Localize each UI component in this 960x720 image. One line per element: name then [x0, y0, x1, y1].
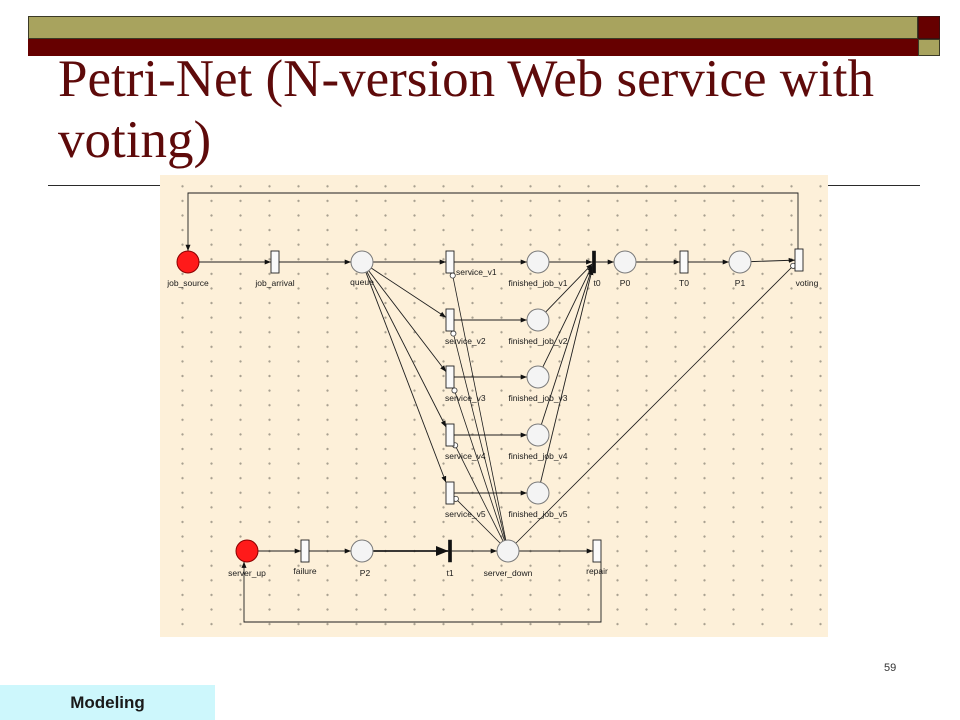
place-p1-label: P1 [735, 278, 746, 288]
petri-net-svg: job_source queue finished_job_v1 P0 P1 finish… [166, 192, 819, 623]
transition-failure [300, 539, 310, 563]
transition-immediate-t1 [448, 539, 452, 563]
place-finished-job-v5 [526, 481, 550, 505]
arcs [185, 192, 799, 623]
inhibitor-head-service-v3 [451, 387, 458, 394]
place-server-down [496, 539, 520, 563]
place-job-source-label: job_source [166, 278, 209, 288]
transition-immediate-t1-label: t1 [446, 568, 453, 578]
arc-finished-job-v3-to-immediate-t0 [542, 265, 593, 368]
place-p0-label: P0 [620, 278, 631, 288]
transition-service-v1 [445, 250, 455, 274]
transition-repair [592, 539, 602, 563]
inhibitor-arc-server-down-to-service-v5 [457, 500, 501, 544]
header-maroon-bar [28, 39, 918, 56]
arc-queue-to-service-v3 [368, 270, 447, 373]
place-p2-label: P2 [360, 568, 371, 578]
place-finished-job-v2 [526, 308, 550, 332]
transition-immediate-t0 [592, 250, 596, 274]
transition-failure-label: failure [293, 566, 316, 576]
transition-service-v5-label: service_v5 [445, 509, 486, 519]
nodes [176, 248, 804, 563]
arc-finished-job-v4-to-immediate-t0 [540, 266, 593, 425]
transition-voting-label: voting [796, 278, 819, 288]
place-p1 [728, 250, 752, 274]
place-finished-job-v2-label: finished_job_v2 [508, 336, 567, 346]
section-tab-label: Modeling [70, 692, 145, 712]
place-server-down-label: server_down [484, 568, 533, 578]
arc-p1-to-voting [750, 257, 796, 263]
transition-immediate-t0-label: t0 [593, 278, 600, 288]
place-finished-job-v4-label: finished_job_v4 [508, 451, 567, 461]
arc-queue-to-service-v4 [366, 271, 447, 428]
place-queue-label: queue [350, 277, 374, 287]
section-tab: Modeling [0, 685, 215, 720]
place-p0 [613, 250, 637, 274]
header-olive-bar [28, 16, 918, 39]
transition-service-v3 [445, 365, 455, 389]
place-finished-job-v1-label: finished_job_v1 [508, 278, 567, 288]
slide-title: Petri-Net (N-version Web service with vo… [58, 50, 875, 169]
place-finished-job-v4 [526, 423, 550, 447]
place-queue [350, 250, 374, 274]
place-finished-job-v1 [526, 250, 550, 274]
transition-t0-label: T0 [679, 278, 689, 288]
inhibitor-arc-server-down-to-service-v4 [455, 447, 504, 542]
place-finished-job-v3-label: finished_job_v3 [508, 393, 567, 403]
place-p2 [350, 539, 374, 563]
transition-job-arrival-label: job_arrival [254, 278, 294, 288]
arc-finished-job-v5-to-immediate-t0 [540, 268, 594, 483]
inhibitor-head-service-v1 [449, 272, 456, 279]
transition-voting [794, 248, 804, 272]
inhibitor-arc-server-down-to-service-v2 [453, 335, 506, 541]
node-labels: job_source queue finished_job_v1 P0 P1 finish… [166, 267, 818, 578]
place-server-up-label: server_up [228, 568, 266, 578]
arc-finished-job-v2-to-immediate-t0 [545, 263, 593, 313]
inhibitor-arc-server-down-to-service-v3 [454, 392, 505, 541]
place-finished-job-v3 [526, 365, 550, 389]
header-olive-square [918, 39, 940, 56]
transition-service-v1-label: service_v1 [456, 267, 497, 277]
place-server-up [235, 539, 259, 563]
transition-t0 [679, 250, 689, 274]
transition-service-v2 [445, 308, 455, 332]
place-job-source [176, 250, 200, 274]
transition-job-arrival [270, 250, 280, 274]
inhibitor-arc-server-down-to-service-v1 [452, 278, 507, 541]
transition-service-v4-label: service_v4 [445, 451, 486, 461]
transition-service-v5 [445, 481, 455, 505]
transition-repair-label: repair [586, 566, 608, 576]
inhibitor-arc-server-down-to-voting [515, 267, 792, 544]
arc-queue-to-service-v2 [370, 267, 447, 318]
header-maroon-square [918, 16, 940, 39]
transition-service-v2-label: service_v2 [445, 336, 486, 346]
transition-service-v3-label: service_v3 [445, 393, 486, 403]
arc-voting-to-job-source [185, 192, 799, 251]
arc-queue-to-service-v5 [365, 272, 447, 483]
arc-repair-to-server-up [241, 561, 602, 623]
place-finished-job-v5-label: finished_job_v5 [508, 509, 567, 519]
page-number: 59 [884, 662, 897, 674]
transition-service-v4 [445, 423, 455, 447]
petri-net-diagram: job_source queue finished_job_v1 P0 P1 finish… [160, 175, 828, 637]
